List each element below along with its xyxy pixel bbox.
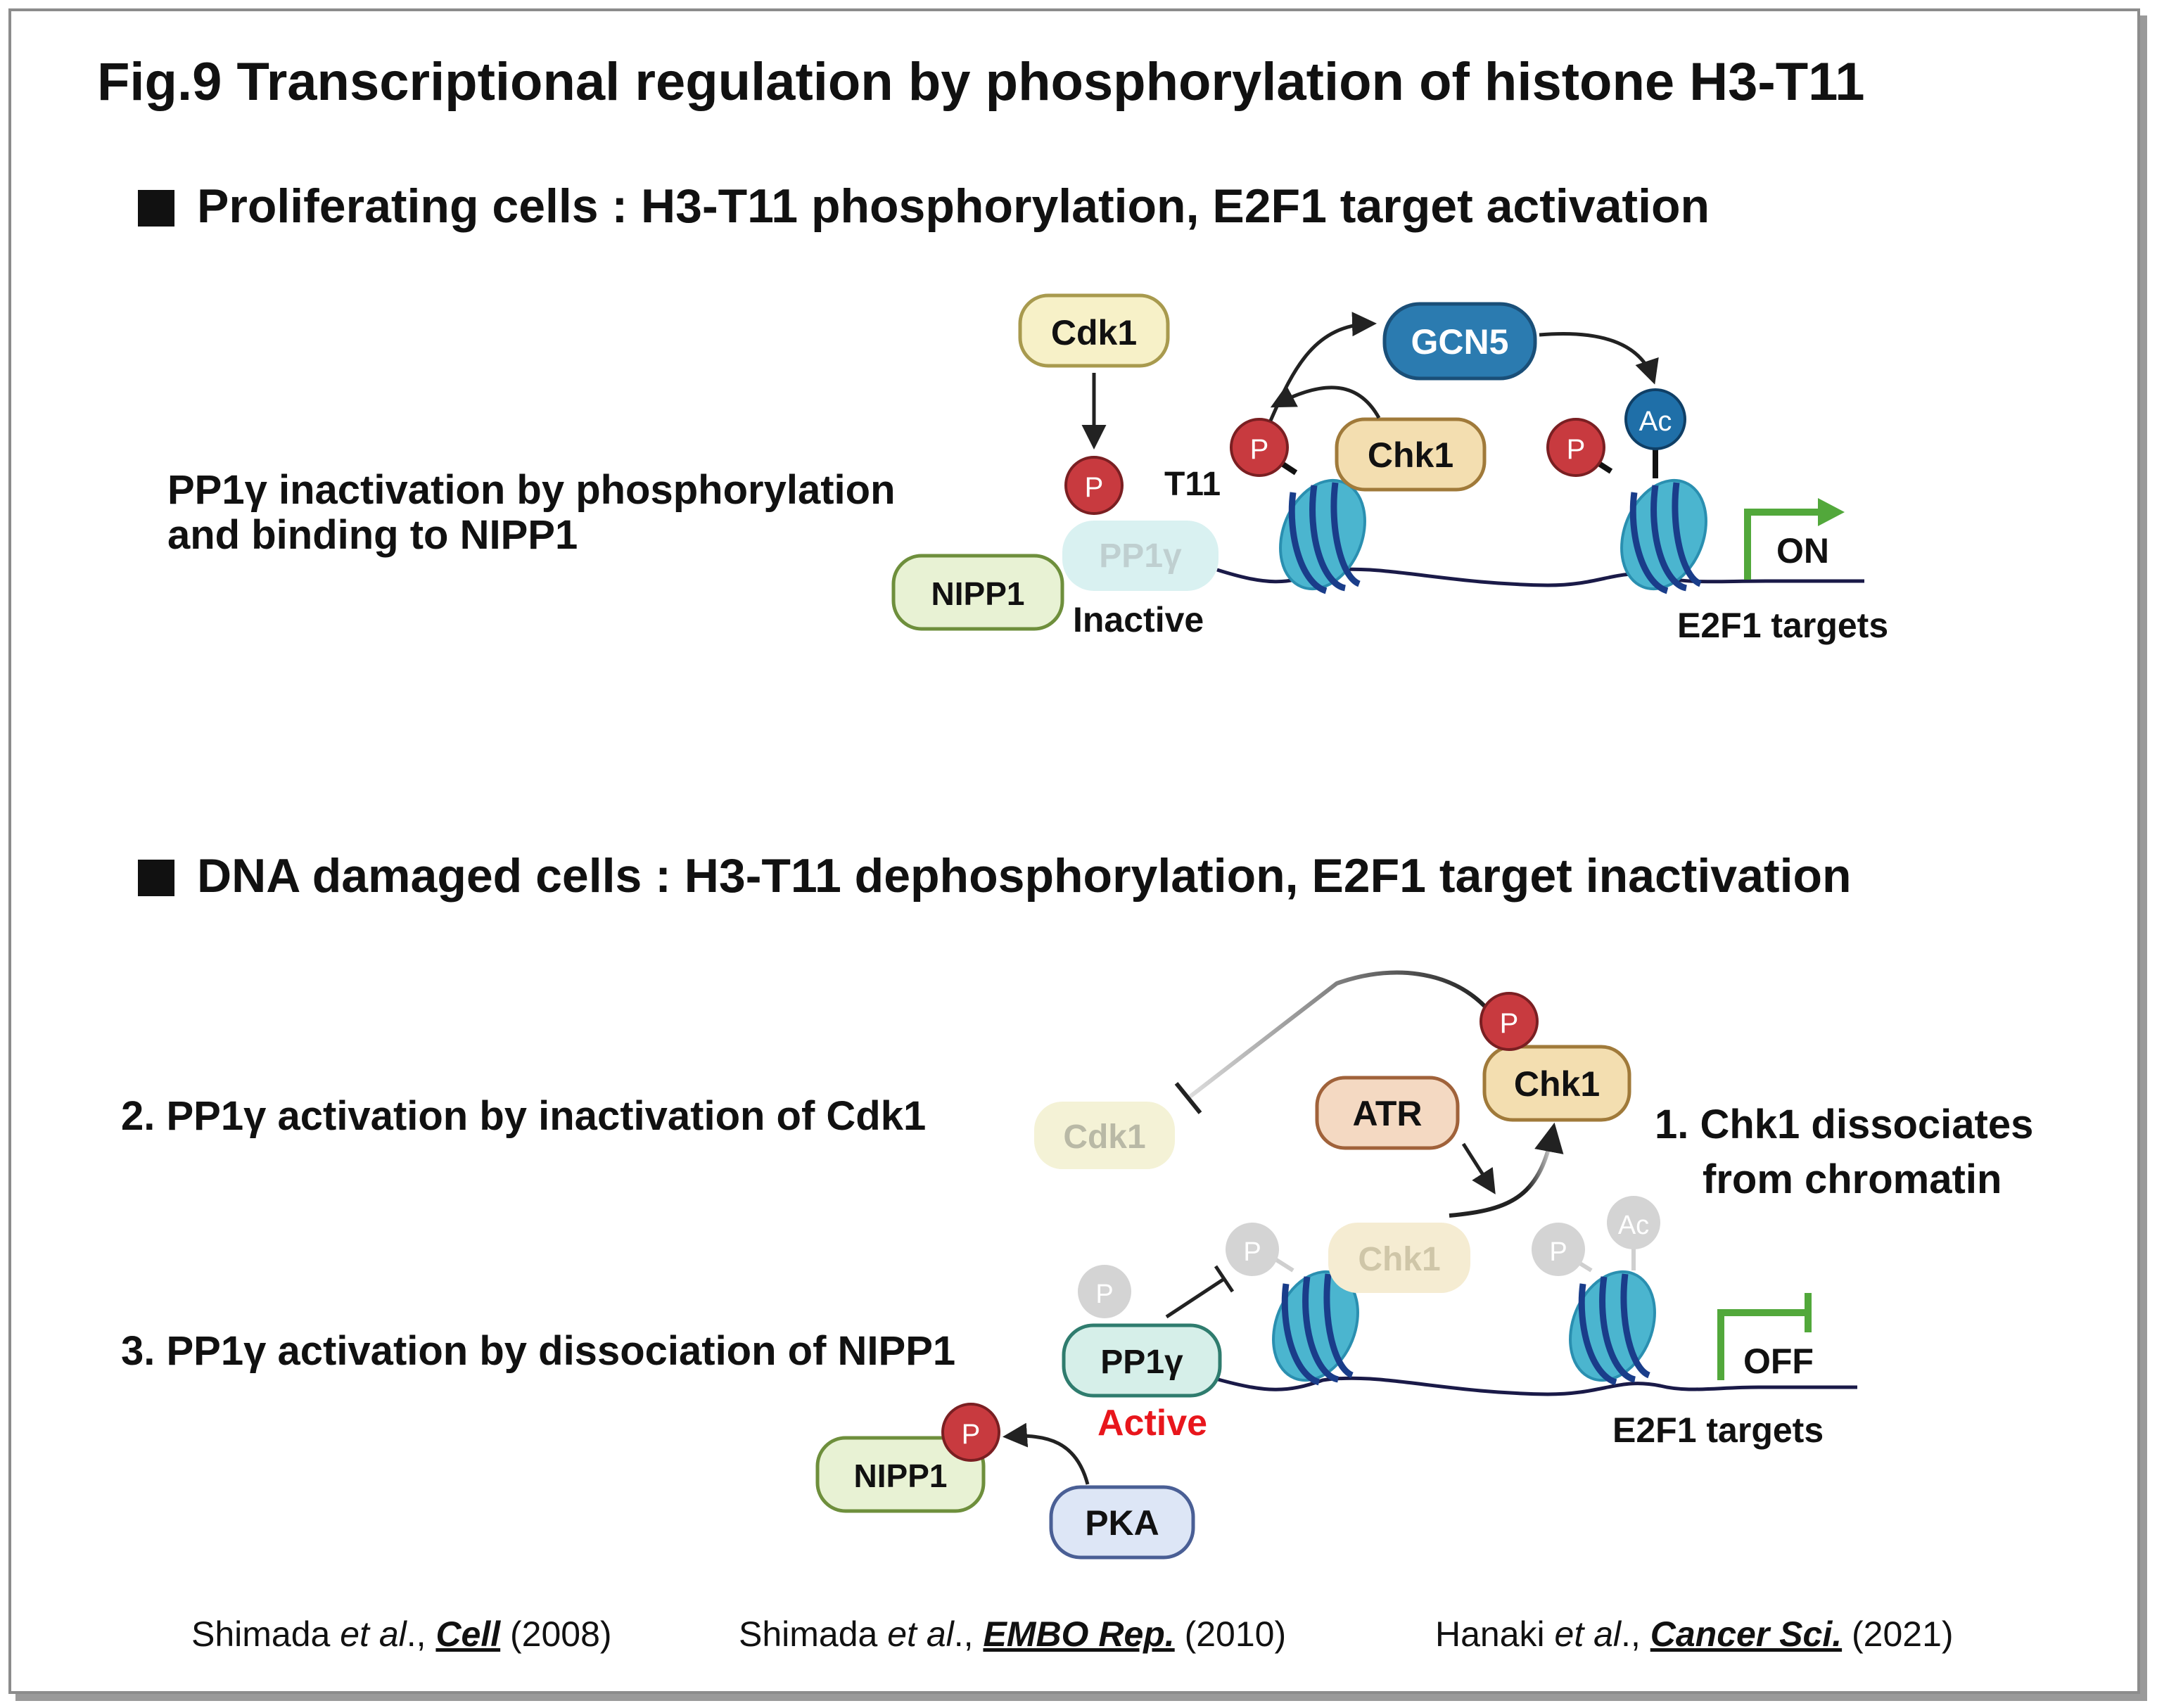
- citation-2-sep: .,: [954, 1614, 984, 1654]
- section2-note3: 3. PP1γ activation by dissociation of NI…: [121, 1328, 955, 1374]
- off-label: OFF: [1743, 1341, 1814, 1381]
- acetyl-h3-2-label: Ac: [1639, 406, 1672, 437]
- active-label: Active: [1097, 1403, 1207, 1443]
- phospho-nipp1: [941, 1403, 1000, 1462]
- section1-heading: Proliferating cells : H3-T11 phosphoryla…: [197, 179, 1710, 233]
- citation-3-author: Hanaki: [1435, 1614, 1555, 1654]
- promoter-on-arrowhead: [1818, 498, 1845, 526]
- pp1-active-box: [1062, 1323, 1222, 1398]
- section2-note1-line1: 1. Chk1 dissociates: [1655, 1102, 2033, 1147]
- dna-strand-2: [1215, 1376, 1857, 1396]
- nipp1-box-1: [891, 554, 1064, 631]
- figure-title: Fig.9 Transcriptional regulation by phos…: [97, 52, 1865, 112]
- citation-1-author: Shimada: [191, 1614, 340, 1654]
- phospho-nipp1-label: P: [962, 1419, 981, 1450]
- citation-2-author: Shimada: [739, 1614, 887, 1654]
- section2-note1-line2: from chromatin: [1703, 1156, 2002, 1202]
- targets-label-2: E2F1 targets: [1612, 1410, 1824, 1450]
- pp1-inactive-label: PP1γ: [1099, 537, 1182, 575]
- nipp1-label-1: NIPP1: [931, 575, 1025, 612]
- inhibit-bar-cdk1: [1174, 1082, 1202, 1114]
- pp1-inhibits-p: [1165, 1277, 1226, 1319]
- figure-frame: [8, 8, 2140, 1694]
- citation-3-year: (2021): [1842, 1614, 1953, 1654]
- atr-arrow: [1461, 1142, 1496, 1194]
- promoter-off: [1717, 1309, 1808, 1380]
- p-to-gcn5-arrow: [1268, 312, 1377, 421]
- citation-3: Hanaki et al., Cancer Sci. (2021): [1435, 1614, 1954, 1654]
- nucleosome-2: [1620, 478, 1707, 594]
- nipp1-box-2: [815, 1436, 986, 1513]
- phospho-pp1-faded-label: P: [1095, 1280, 1113, 1309]
- phospho-h3-2: [1546, 418, 1605, 477]
- cdk1-label: Cdk1: [1051, 313, 1137, 352]
- gcn5-to-ac-arrow: [1539, 332, 1659, 385]
- chk1-dissociation-arrow: [1449, 1122, 1564, 1218]
- acetyl-h3-4-label: Ac: [1618, 1211, 1649, 1240]
- t11-label: T11: [1164, 466, 1221, 503]
- phospho-h3-3-label: P: [1243, 1237, 1261, 1267]
- phospho-pp1-faded: [1078, 1265, 1131, 1318]
- section2-bullet: [138, 860, 174, 896]
- citation-2-etal: et al: [887, 1614, 955, 1654]
- cdk1-box: [1018, 293, 1170, 368]
- citation-1-year: (2008): [500, 1614, 611, 1654]
- chk1-label-1: Chk1: [1368, 435, 1453, 475]
- gcn5-box: [1382, 302, 1537, 381]
- phospho-chk1: [1480, 992, 1539, 1051]
- chk1-faded-label: Chk1: [1358, 1241, 1440, 1278]
- citation-2-year: (2010): [1175, 1614, 1286, 1654]
- pp1-inactive-box: [1062, 521, 1219, 591]
- promoter-on: [1744, 509, 1822, 580]
- nucleosome-4: [1569, 1270, 1656, 1386]
- chk1-dissociated-label: Chk1: [1514, 1064, 1600, 1104]
- phospho-pp1: [1064, 456, 1124, 515]
- chk1-to-p-arrow: [1270, 385, 1381, 419]
- chk1-inhibits-cdk1: [1188, 970, 1487, 1100]
- phospho-chk1-label: P: [1500, 1008, 1519, 1039]
- nipp1-label-2: NIPP1: [854, 1458, 948, 1494]
- gcn5-label: GCN5: [1411, 322, 1509, 362]
- phospho-h3-3-faded: [1226, 1223, 1279, 1276]
- phospho-h3-4-faded: [1532, 1223, 1585, 1276]
- on-label: ON: [1776, 531, 1829, 571]
- acetyl-h3-4-faded: [1607, 1196, 1660, 1249]
- phospho-h3-1-label: P: [1250, 434, 1269, 465]
- citation-3-sep: .,: [1621, 1614, 1650, 1654]
- chk1-box-1: [1335, 417, 1487, 492]
- phospho-h3-1: [1230, 418, 1289, 477]
- citation-2-journal[interactable]: EMBO Rep.: [983, 1614, 1174, 1654]
- pka-box: [1049, 1485, 1195, 1560]
- section1-bullet: [138, 190, 174, 227]
- cdk1-faded-box: [1034, 1102, 1175, 1169]
- pp1-active-label: PP1γ: [1100, 1344, 1183, 1381]
- atr-label: ATR: [1352, 1094, 1422, 1133]
- phospho-h3-4-label: P: [1549, 1237, 1567, 1267]
- pka-arrow: [1003, 1422, 1090, 1485]
- citation-3-journal[interactable]: Cancer Sci.: [1650, 1614, 1842, 1654]
- chk1-faded-box: [1328, 1223, 1470, 1293]
- atr-box: [1315, 1076, 1460, 1150]
- acetyl-h3-2: [1624, 388, 1686, 450]
- nucleosome-1: [1279, 478, 1366, 594]
- phospho-pp1-label: P: [1085, 472, 1104, 503]
- citation-3-etal: et al: [1555, 1614, 1622, 1654]
- section2-note2: 2. PP1γ activation by inactivation of Cd…: [121, 1093, 926, 1139]
- citation-1-journal[interactable]: Cell: [435, 1614, 501, 1654]
- inhibit-bar-p: [1214, 1265, 1235, 1293]
- citation-2: Shimada et al., EMBO Rep. (2010): [739, 1614, 1286, 1654]
- citation-1-etal: et al: [340, 1614, 407, 1654]
- cdk1-faded-label: Cdk1: [1063, 1119, 1145, 1156]
- chk1-dissociated-box: [1482, 1045, 1631, 1122]
- inactive-label: Inactive: [1073, 600, 1204, 639]
- section1-note-line2: and binding to NIPP1: [167, 512, 578, 558]
- citation-1: Shimada et al., Cell (2008): [191, 1614, 612, 1654]
- phospho-h3-2-label: P: [1567, 434, 1586, 465]
- pka-label: PKA: [1085, 1503, 1159, 1543]
- section1-note-line1: PP1γ inactivation by phosphorylation: [167, 467, 896, 513]
- targets-label-1: E2F1 targets: [1677, 606, 1888, 645]
- citation-1-sep: .,: [407, 1614, 436, 1654]
- section2-heading: DNA damaged cells : H3-T11 dephosphoryla…: [197, 849, 1852, 903]
